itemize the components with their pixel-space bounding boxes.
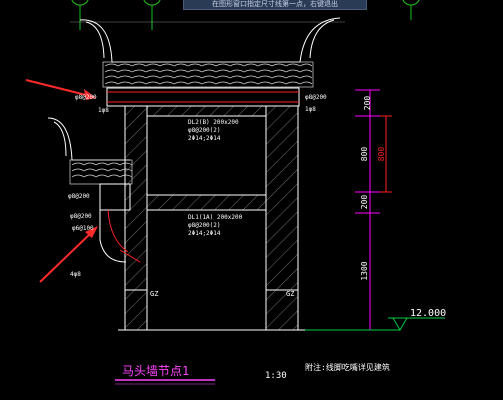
beam1-stirrup: φ8@200(2) — [188, 127, 221, 134]
axis-bubble-left — [71, 0, 89, 6]
top-beam — [106, 87, 300, 107]
upper-roof — [70, 17, 345, 63]
command-prompt-bar: 在图形窗口指定尺寸线第一点，右键退出 — [183, 0, 367, 10]
dim-200-top: 200 — [363, 96, 372, 111]
beam1-bars: 2Φ14;2Φ14 — [188, 135, 221, 142]
top-left-rebar-label: φ8@200 — [75, 94, 97, 101]
elevation-mark — [305, 317, 445, 331]
drawing-note: 附注:线脚吃嘴详见建筑 — [305, 362, 390, 372]
elevation-label: 12.000 — [410, 308, 446, 319]
phi8-label-b: 1φ8 — [305, 106, 316, 113]
lower-left-rebar-label: φ8@200 — [70, 213, 92, 220]
axis-bubble-middle — [143, 0, 161, 6]
gz-label-left: GZ — [150, 290, 158, 298]
lower-roof — [47, 117, 130, 161]
axis-bubbles — [71, 0, 420, 30]
wall-structure — [118, 105, 305, 331]
red-dim — [380, 115, 392, 193]
axis-bubble-right — [402, 0, 420, 6]
command-prompt-text: 在图形窗口指定尺寸线第一点，右键退出 — [212, 0, 338, 8]
curve-rebar-label: φ6@100 — [72, 225, 94, 232]
lower-roof-tiles — [69, 159, 133, 185]
upper-roof-tiles — [102, 61, 314, 88]
corbel — [99, 183, 141, 263]
drawing-title: 马头墙节点1 — [122, 364, 189, 378]
top-right-rebar-label: φ8@200 — [305, 94, 327, 101]
phi8-label-c: 4φ8 — [70, 271, 81, 278]
dim-1300: 1300 — [360, 261, 369, 280]
gz-label-right: GZ — [286, 290, 294, 298]
dimension-chain — [355, 89, 380, 331]
mid-left-rebar-label: φ8@200 — [68, 193, 90, 200]
beam2-stirrup: φ8@200(2) — [188, 222, 221, 229]
phi8-label-a: 1φ8 — [98, 107, 109, 114]
beam2-id: DL1(1A) 200x200 — [188, 214, 243, 221]
dim-200-mid: 200 — [360, 195, 369, 210]
beam1-id: DL2(B) 200x200 — [188, 119, 239, 126]
dim-800: 800 — [360, 147, 369, 162]
dim-800-red: 800 — [377, 147, 386, 162]
drawing-scale: 1:30 — [265, 371, 287, 381]
beam2-bars: 2Φ14;2Φ14 — [188, 230, 221, 237]
annotation-arrows — [25, 79, 98, 283]
